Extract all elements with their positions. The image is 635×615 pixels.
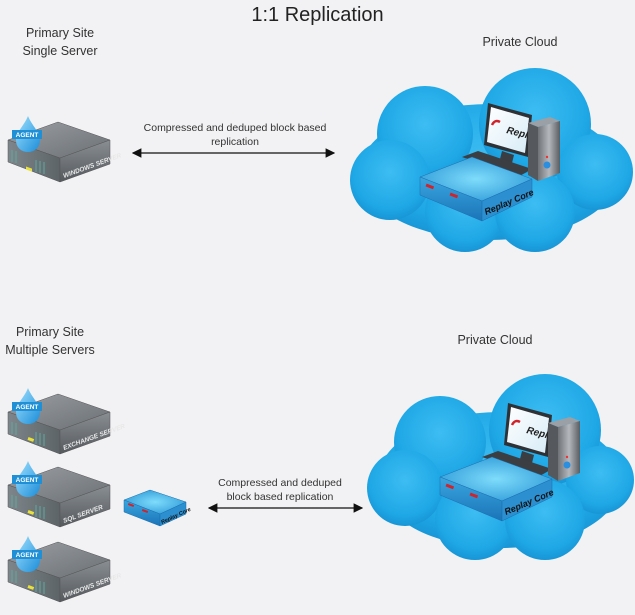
agent-badge: AGENT — [12, 116, 42, 152]
tower-icon — [548, 417, 580, 481]
replication-note: Compressed and deduped block based repli… — [130, 121, 340, 149]
windows-server-icon: WINDOWS SERVER AGENT — [7, 116, 123, 183]
agent-badge: AGENT — [12, 461, 42, 497]
agent-badge-text: AGENT — [16, 477, 39, 484]
agent-badge-text: AGENT — [16, 552, 39, 559]
primary-site-label: Primary Site Single Server — [10, 24, 110, 60]
tower-icon — [528, 117, 560, 181]
server-icon-exchange-server: EXCHANGE SERVER AGENT — [7, 388, 126, 455]
diagram-title: 1:1 Replication — [251, 4, 384, 26]
private-cloud-label: Private Cloud — [482, 35, 558, 49]
server-icon-windows-server: WINDOWS SERVER AGENT — [7, 536, 123, 603]
site-label-line2: Multiple Servers — [5, 343, 95, 357]
primary-site-multi-label: Primary Site Multiple Servers — [0, 323, 100, 359]
replay-core-server-icon: Replay Replay Core — [419, 103, 560, 222]
note-line1: Compressed and deduped block based — [143, 122, 327, 134]
monitor-icon: Replay — [484, 103, 540, 163]
replication-note-2: Compressed and deduped block based repli… — [205, 476, 355, 504]
note-line2: block based replication — [226, 491, 334, 503]
appliance-icon: Replay Core — [439, 456, 555, 522]
agent-badge-text: AGENT — [16, 404, 39, 411]
replay-core-server-icon-2: Replay Replay Core — [439, 403, 580, 522]
note-line1: Compressed and deduped — [218, 477, 342, 489]
site-label-line1: Primary Site — [25, 26, 95, 40]
site-label-line2: Single Server — [22, 44, 98, 58]
site-label-line1: Primary Site — [15, 325, 85, 339]
appliance-icon: Replay Core — [419, 156, 535, 222]
private-cloud-label-2: Private Cloud — [457, 333, 533, 347]
keyboard-icon — [462, 151, 532, 177]
agent-badge: AGENT — [12, 388, 42, 424]
note-line2: replication — [211, 136, 259, 148]
keyboard-icon — [482, 451, 552, 477]
monitor-icon: Replay — [504, 403, 560, 463]
agent-badge: AGENT — [12, 536, 42, 572]
server-icon-sql-server: SQL SERVER AGENT — [7, 461, 111, 528]
local-replay-core-icon: Replay Core — [123, 489, 192, 527]
agent-badge-text: AGENT — [16, 132, 39, 139]
